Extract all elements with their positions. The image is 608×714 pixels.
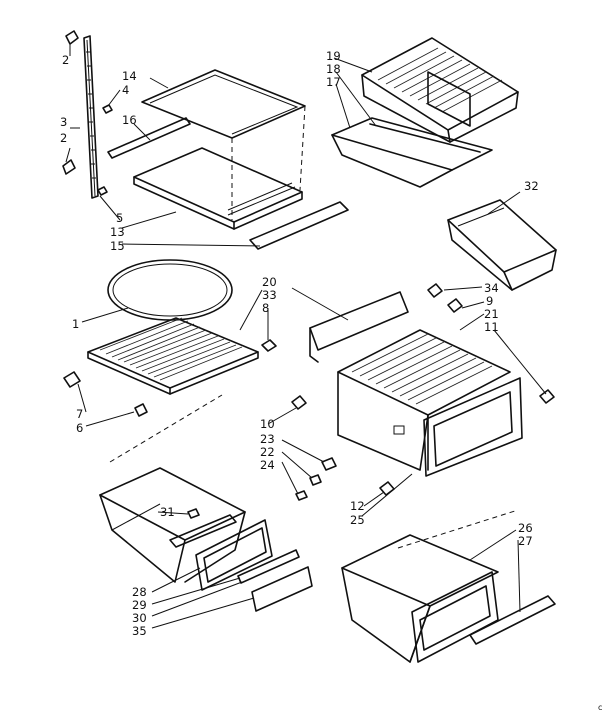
pan-cover-17 [331, 117, 493, 188]
callout-15: 15 [110, 239, 125, 253]
callout-7: 7 [76, 407, 83, 421]
meat-pan [361, 37, 519, 143]
callout-numbers: 2 14 4 16 3 2 5 13 15 1 20 33 8 7 6 19 1… [60, 49, 602, 712]
callout-27: 27 [518, 534, 533, 548]
rail-bracket-bottom [62, 159, 76, 175]
shelf-frame [107, 117, 303, 230]
callout-2-bottom: 2 [60, 131, 67, 145]
callout-29: 29 [132, 598, 147, 612]
crisper-drawer-right [337, 329, 523, 477]
clip-7 [63, 371, 81, 388]
callout-19: 19 [326, 49, 341, 63]
crisper-pan-left [99, 467, 246, 583]
corner-mark: c [598, 703, 602, 712]
callout-11: 11 [484, 320, 499, 334]
front-trim-27 [469, 595, 556, 645]
callout-4: 4 [122, 83, 129, 97]
handle-30 [237, 549, 300, 584]
callout-9: 9 [486, 294, 493, 308]
callout-1: 1 [72, 317, 79, 331]
callout-16: 16 [122, 113, 137, 127]
label-35 [251, 566, 313, 612]
glass-shelf [141, 69, 306, 139]
clip-34 [427, 283, 443, 298]
wire-shelf-left [87, 317, 259, 395]
callout-30: 30 [132, 611, 147, 625]
callout-3: 3 [60, 115, 67, 129]
clip-10 [291, 395, 307, 410]
rail-bracket-top [65, 30, 79, 45]
callout-17: 17 [326, 75, 341, 89]
callout-12: 12 [350, 499, 365, 513]
clip-6 [134, 403, 148, 417]
screw-31 [187, 508, 200, 519]
screw-24 [295, 490, 308, 501]
callout-24: 24 [260, 458, 275, 472]
slide-22 [309, 474, 322, 486]
shelf-support-right [309, 291, 409, 363]
crisper-pan-lower-right [341, 534, 499, 663]
callout-23: 23 [260, 432, 275, 446]
callout-20: 20 [262, 275, 277, 289]
screw-4 [102, 104, 113, 114]
callout-5: 5 [116, 211, 123, 225]
callout-13: 13 [110, 225, 125, 239]
callout-21: 21 [484, 307, 499, 321]
small-bin [447, 199, 557, 291]
callout-6: 6 [76, 421, 83, 435]
callout-18: 18 [326, 62, 341, 76]
screw-5 [97, 186, 108, 196]
shelf-rail [83, 35, 99, 199]
callout-33: 33 [262, 288, 277, 302]
clip-9 [447, 298, 463, 313]
slide-23 [321, 457, 337, 471]
callout-10: 10 [260, 417, 275, 431]
callout-28: 28 [132, 585, 147, 599]
clip-8 [261, 339, 277, 352]
callout-8: 8 [262, 301, 269, 315]
callout-34: 34 [484, 281, 499, 295]
leader-lines [65, 44, 547, 629]
callout-31: 31 [160, 505, 175, 519]
callout-2-top: 2 [62, 53, 69, 67]
callout-35: 35 [132, 624, 147, 638]
callout-25: 25 [350, 513, 365, 527]
clip-11 [539, 389, 555, 404]
callout-14: 14 [122, 69, 137, 83]
callout-26: 26 [518, 521, 533, 535]
callout-32: 32 [524, 179, 539, 193]
crisper-front-left [195, 519, 273, 591]
callout-22: 22 [260, 445, 275, 459]
lazy-susan-tray [107, 259, 233, 321]
